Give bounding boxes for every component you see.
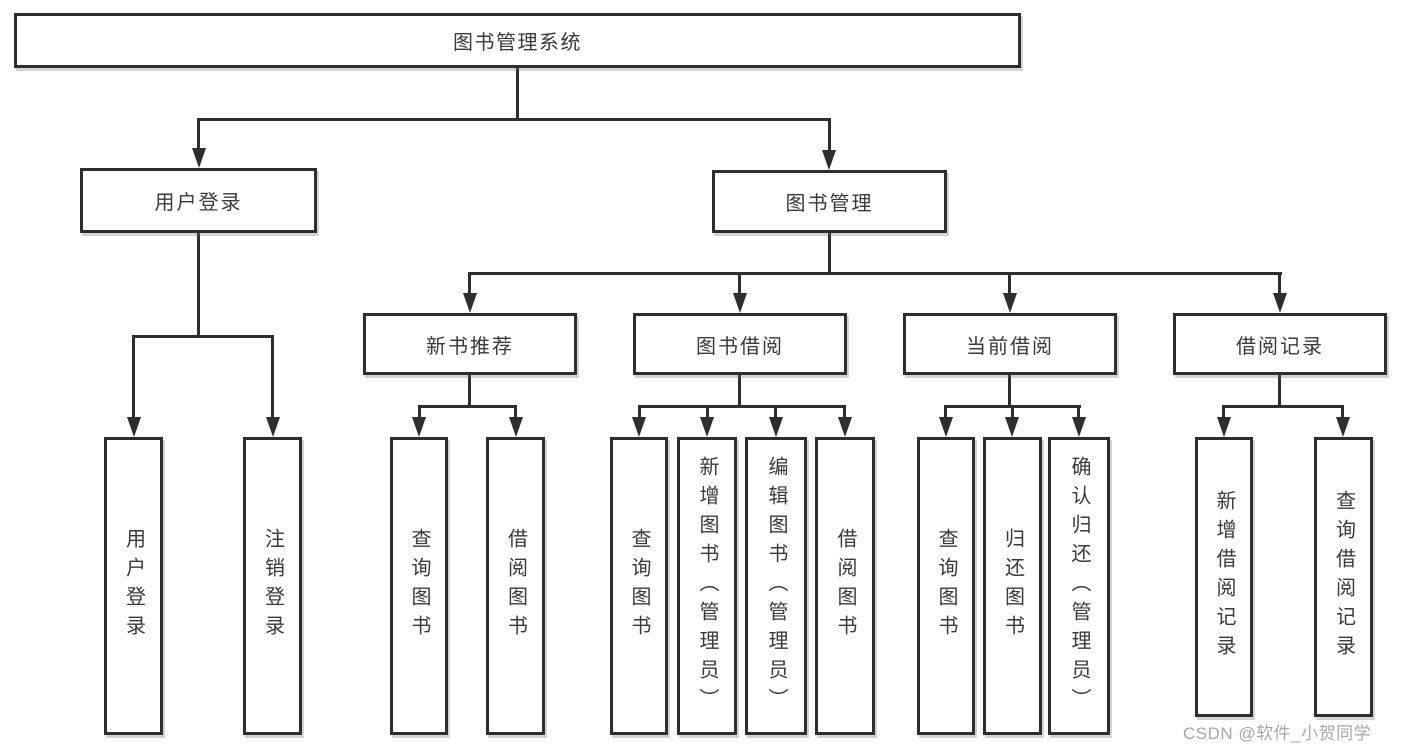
node-current-borrow: 当前借阅 [903,313,1117,375]
arrow-down-icon [838,417,852,437]
connector-line [468,373,471,407]
watermark-text: CSDN @软件_小贺同学 [1183,724,1372,743]
leaf-current-return-books: 归还图书 [983,437,1042,735]
connector-line [418,405,421,419]
leaf-label: 编辑图书（管理员） [765,455,787,717]
leaf-current-query-books: 查询图书 [917,437,975,735]
leaf-logout-login: 注销登录 [243,437,302,735]
connector-line [418,405,517,408]
connector-line [1011,405,1014,419]
connector-line [638,405,641,419]
connector-line [1222,405,1225,419]
connector-line [828,231,831,275]
node-label: 图书借阅 [696,335,784,358]
connector-line [197,118,200,152]
node-book-management: 图书管理 [712,170,947,233]
arrow-down-icon [509,417,523,437]
node-book-borrow: 图书借阅 [633,313,847,375]
node-borrow-records: 借阅记录 [1173,313,1387,375]
connector-line [1008,373,1011,407]
leaf-user-login: 用户登录 [104,437,163,735]
arrow-down-icon [127,417,141,437]
node-label: 用户登录 [154,192,243,214]
arrow-down-icon [463,293,477,313]
leaf-label: 注销登录 [261,528,284,644]
arrow-down-icon [412,417,426,437]
arrow-down-icon [1005,417,1019,437]
leaf-label: 新增图书（管理员） [696,455,718,717]
leaf-label: 确认归还（管理员） [1068,455,1090,717]
connector-line [944,405,947,419]
arrow-down-icon [266,417,280,437]
arrow-down-icon [700,417,714,437]
connector-line [197,118,831,121]
connector-line [1278,272,1281,297]
leaf-label: 借阅图书 [834,528,856,644]
connector-line [468,272,1282,275]
node-user-login: 用户登录 [80,168,317,233]
connector-line [843,405,846,419]
arrow-down-icon [1273,293,1287,313]
arrow-down-icon [192,148,206,168]
leaf-borrow-edit-books-admin: 编辑图书（管理员） [745,437,807,735]
leaf-label: 查询借阅记录 [1332,490,1355,664]
connector-line [1008,272,1011,297]
connector-line [197,231,200,335]
connector-line [514,405,517,419]
leaf-label: 用户登录 [122,528,145,644]
arrow-down-icon [632,417,646,437]
arrow-down-icon [939,417,953,437]
connector-line [638,405,846,408]
connector-line [1077,405,1080,419]
connector-line [706,405,709,419]
leaf-label: 查询图书 [408,528,430,644]
connector-line [468,272,471,297]
connector-line [738,373,741,407]
leaf-recommend-borrow-books: 借阅图书 [486,437,545,735]
connector-line [1222,405,1344,408]
node-label: 图书管理系统 [453,32,582,54]
arrow-down-icon [1336,417,1350,437]
node-root: 图书管理系统 [14,13,1021,68]
leaf-borrow-query-books: 查询图书 [610,437,668,735]
arrow-down-icon [1217,417,1231,437]
leaf-records-query-record: 查询借阅记录 [1314,437,1373,717]
leaf-records-add-record: 新增借阅记录 [1195,437,1253,717]
node-label: 当前借阅 [966,335,1054,358]
node-label: 图书管理 [785,193,874,215]
connector-line [132,335,274,338]
arrow-down-icon [769,417,783,437]
leaf-borrow-borrow-books: 借阅图书 [815,437,875,735]
leaf-label: 查询图书 [628,528,650,644]
connector-line [828,118,831,154]
arrow-down-icon [1003,293,1017,313]
connector-line [132,335,135,419]
node-label: 借阅记录 [1236,335,1324,358]
leaf-current-confirm-return-admin: 确认归还（管理员） [1048,437,1110,735]
leaf-borrow-add-books-admin: 新增图书（管理员） [677,437,737,735]
arrow-down-icon [1072,417,1086,437]
arrow-down-icon [733,293,747,313]
connector-line [271,335,274,419]
connector-line [1278,373,1281,407]
leaf-recommend-query-books: 查询图书 [390,437,448,735]
leaf-label: 查询图书 [935,528,957,644]
leaf-label: 归还图书 [1001,528,1024,644]
arrow-down-icon [822,150,836,170]
connector-line [516,68,519,121]
node-new-book-recommend: 新书推荐 [363,313,577,375]
leaf-label: 新增借阅记录 [1213,490,1235,664]
connector-line [774,405,777,419]
connector-line [1341,405,1344,419]
connector-line [738,272,741,297]
node-label: 新书推荐 [426,335,514,358]
leaf-label: 借阅图书 [504,528,527,644]
